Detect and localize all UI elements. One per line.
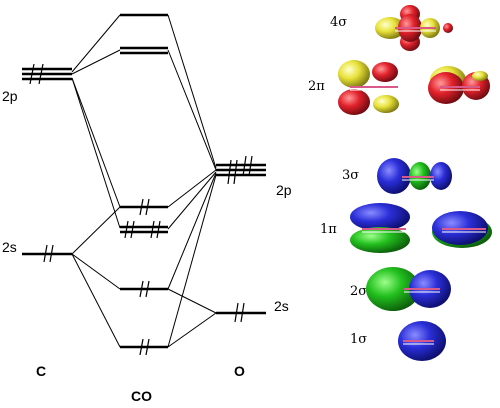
co-mo-levels <box>120 13 168 356</box>
c-2p-electrons <box>29 63 44 85</box>
o-2s-electron-pair <box>234 302 245 323</box>
c-2s-label: 2s <box>2 239 17 255</box>
mo-level-3sigma-low <box>120 338 168 356</box>
orbital-label-1pi: 1π <box>320 222 337 237</box>
atom-label-o: O <box>234 363 245 379</box>
orbital-picture-4sigma <box>375 5 453 51</box>
molecule-label-co: CO <box>131 388 152 404</box>
orbital-picture-2pi-b <box>428 66 490 104</box>
orbital-label-3sigma: 3σ <box>342 168 359 183</box>
o-2p-level <box>216 155 266 185</box>
o-2p-label: 2p <box>276 182 292 198</box>
orbital-picture-2sigma <box>366 267 451 311</box>
orbital-label-1sigma: 1σ <box>350 332 367 347</box>
c-2s-level <box>22 244 72 263</box>
orbital-picture-3sigma <box>377 158 452 194</box>
mo-level-2pi <box>120 46 168 55</box>
orbital-picture-1pi-b <box>432 211 492 248</box>
orbital-picture-1pi-a <box>350 203 410 253</box>
c-2p-level <box>22 63 72 85</box>
mo-level-5sigma <box>120 198 168 216</box>
correlation-lines <box>71 14 217 348</box>
orbital-label-4sigma: 4σ <box>330 15 347 30</box>
o-2p-electrons <box>227 155 253 185</box>
atom-label-c: C <box>36 363 46 379</box>
c-2s-electron-pair <box>43 244 54 263</box>
mo-level-1pi <box>120 220 168 239</box>
orbital-label-2pi: 2π <box>308 79 325 94</box>
orbital-picture-1sigma <box>398 321 446 361</box>
c-2p-label: 2p <box>2 88 18 104</box>
o-2s-level <box>216 302 266 323</box>
mo-level-4sigma-low <box>120 280 168 298</box>
orbital-label-2sigma: 2σ <box>350 284 367 299</box>
o-2s-label: 2s <box>274 298 289 314</box>
orbital-picture-2pi-a <box>338 60 399 115</box>
